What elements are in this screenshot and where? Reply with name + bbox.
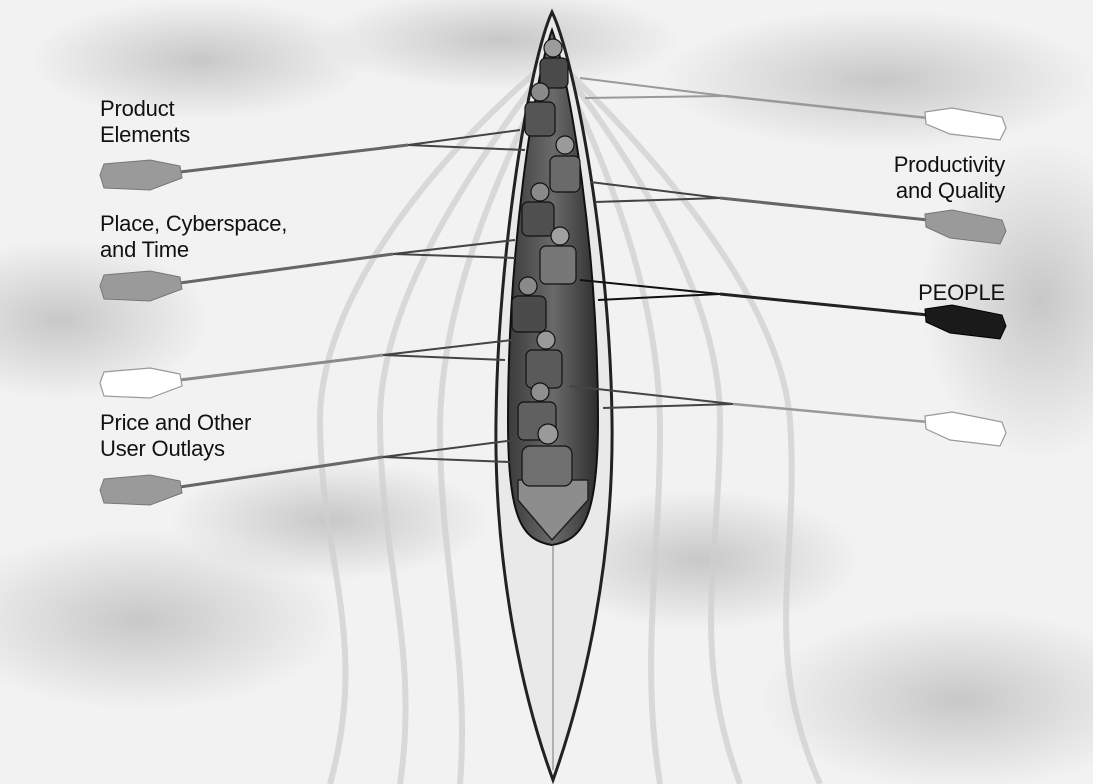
label-product-elements-line-1: Product xyxy=(100,96,190,122)
label-price: Price and Other User Outlays xyxy=(100,410,251,462)
label-price-line-1: Price and Other xyxy=(100,410,251,436)
label-product-elements: Product Elements xyxy=(100,96,190,148)
label-people: PEOPLE xyxy=(918,280,1005,306)
label-place-line-2: and Time xyxy=(100,237,287,263)
label-productivity-line-2: and Quality xyxy=(894,178,1005,204)
label-people-line-1: PEOPLE xyxy=(918,280,1005,306)
label-productivity-line-1: Productivity xyxy=(894,152,1005,178)
label-productivity: Productivity and Quality xyxy=(894,152,1005,204)
label-place: Place, Cyberspace, and Time xyxy=(100,211,287,263)
label-place-line-1: Place, Cyberspace, xyxy=(100,211,287,237)
label-product-elements-line-2: Elements xyxy=(100,122,190,148)
label-price-line-2: User Outlays xyxy=(100,436,251,462)
